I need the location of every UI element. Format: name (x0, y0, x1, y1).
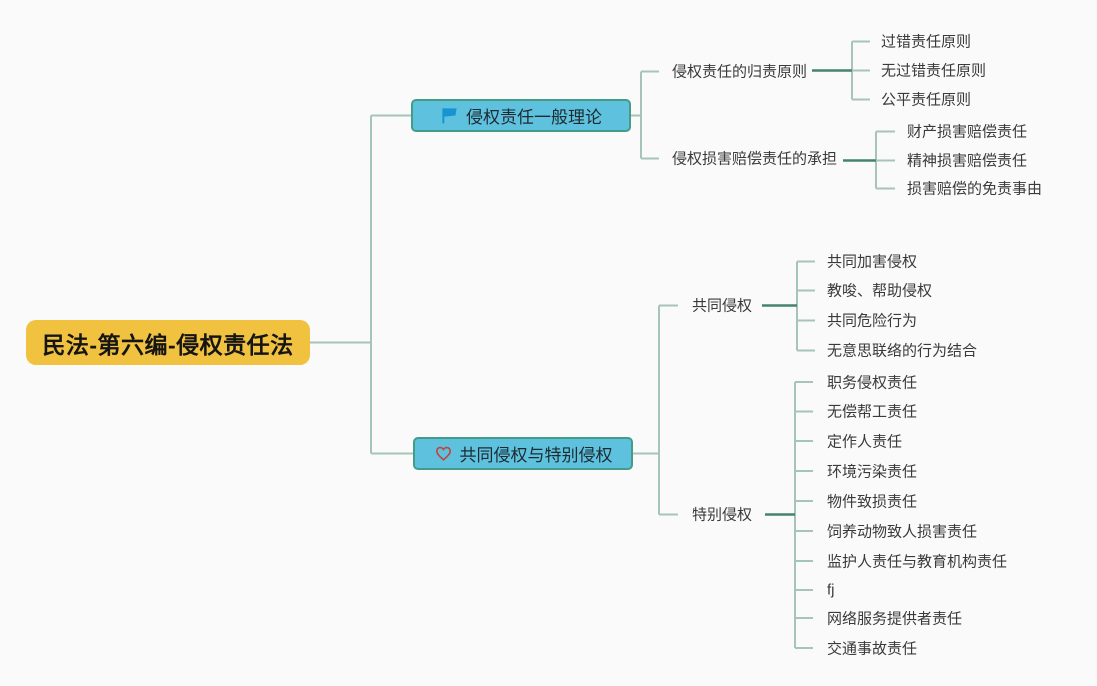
leaf-topic[interactable]: 过错责任原则 (881, 33, 972, 51)
leaf-topic[interactable]: 无过错责任原则 (881, 62, 987, 80)
leaf-topic[interactable]: 饲养动物致人损害责任 (827, 523, 978, 541)
leaf-topic[interactable]: 环境污染责任 (827, 463, 918, 481)
root-node-label: 民法-第六编-侵权责任法 (42, 331, 294, 358)
leaf-topic[interactable]: fj (827, 581, 835, 599)
root-node[interactable]: 民法-第六编-侵权责任法 (26, 320, 310, 365)
flag-icon (440, 106, 459, 125)
subtopic-compensation-liability[interactable]: 侵权损害赔偿责任的承担 (672, 150, 838, 168)
subtopic-special-tort[interactable]: 特别侵权 (692, 506, 753, 524)
leaf-topic[interactable]: 损害赔偿的免责事由 (907, 180, 1043, 198)
subtopic-joint-tort[interactable]: 共同侵权 (692, 297, 753, 315)
leaf-topic[interactable]: 无意思联络的行为结合 (827, 342, 978, 360)
leaf-topic[interactable]: 公平责任原则 (881, 91, 972, 109)
leaf-topic[interactable]: 定作人责任 (827, 433, 903, 451)
leaf-topic[interactable]: 财产损害赔偿责任 (907, 123, 1028, 141)
leaf-topic[interactable]: 精神损害赔偿责任 (907, 152, 1028, 170)
branch-node-label: 侵权责任一般理论 (466, 108, 602, 127)
leaf-topic[interactable]: 职务侵权责任 (827, 374, 918, 392)
leaf-topic[interactable]: 网络服务提供者责任 (827, 610, 963, 628)
branch-node-label: 共同侵权与特别侵权 (459, 446, 613, 465)
branch-node-joint-special-tort[interactable]: 共同侵权与特别侵权 (413, 437, 633, 470)
leaf-topic[interactable]: 共同加害侵权 (827, 253, 918, 271)
leaf-topic[interactable]: 监护人责任与教育机构责任 (827, 553, 1008, 571)
leaf-topic[interactable]: 物件致损责任 (827, 493, 918, 511)
branch-node-general-theory[interactable]: 侵权责任一般理论 (411, 99, 631, 132)
subtopic-imputation-principles[interactable]: 侵权责任的归责原则 (672, 63, 808, 81)
leaf-topic[interactable]: 教唆、帮助侵权 (827, 282, 933, 300)
leaf-topic[interactable]: 交通事故责任 (827, 640, 918, 658)
leaf-topic[interactable]: 共同危险行为 (827, 312, 918, 330)
heart-icon (434, 444, 453, 463)
leaf-topic[interactable]: 无偿帮工责任 (827, 403, 918, 421)
